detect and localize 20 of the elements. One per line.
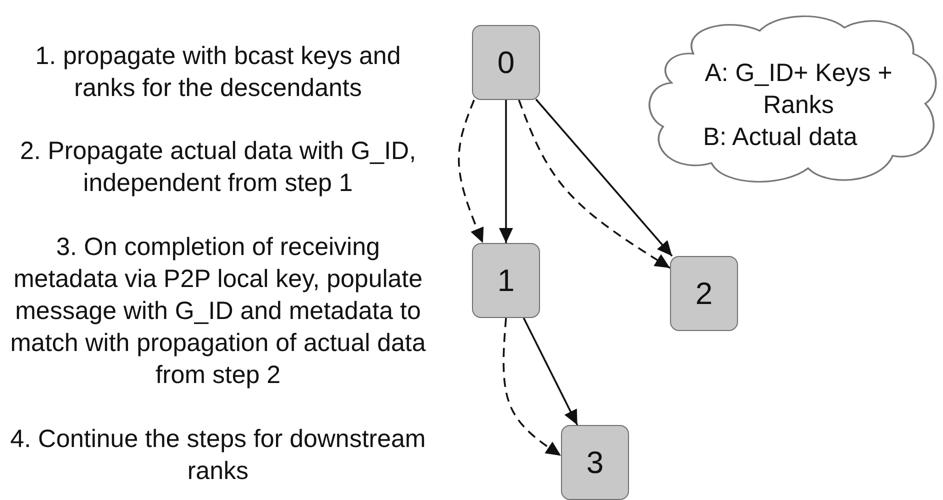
rank-box (670, 256, 738, 331)
rank-number: 3 (586, 447, 604, 478)
step-note: 4. Continue the steps for downstream ranks (9, 424, 427, 487)
arrow (535, 98, 673, 257)
rank-box (472, 25, 540, 100)
step-note: 2. Propagate actual data with G_ID, independent from step 1 (18, 136, 418, 199)
rank-box (561, 425, 629, 500)
step-note: 3. On completion of receiving metadata via P2P local key, populate message with G_ID and metadata to match with propagation of actual data from step 2 (9, 232, 427, 391)
rank-box (472, 243, 540, 318)
rank-number: 1 (497, 265, 515, 296)
cloud-text: B: Actual data (703, 122, 858, 153)
step-note: 1. propagate with bcast keys and ranks for the descendants (34, 41, 402, 104)
arrow (499, 100, 513, 243)
dashed-arrow (502, 318, 562, 456)
dashed-arrow (458, 100, 484, 244)
rank-number: 2 (695, 278, 713, 309)
cloud-text: A: G_ID+ Keys + Ranks (704, 58, 894, 121)
dashed-arrow (518, 100, 670, 269)
rank-number: 0 (497, 47, 515, 78)
arrow (522, 318, 578, 426)
